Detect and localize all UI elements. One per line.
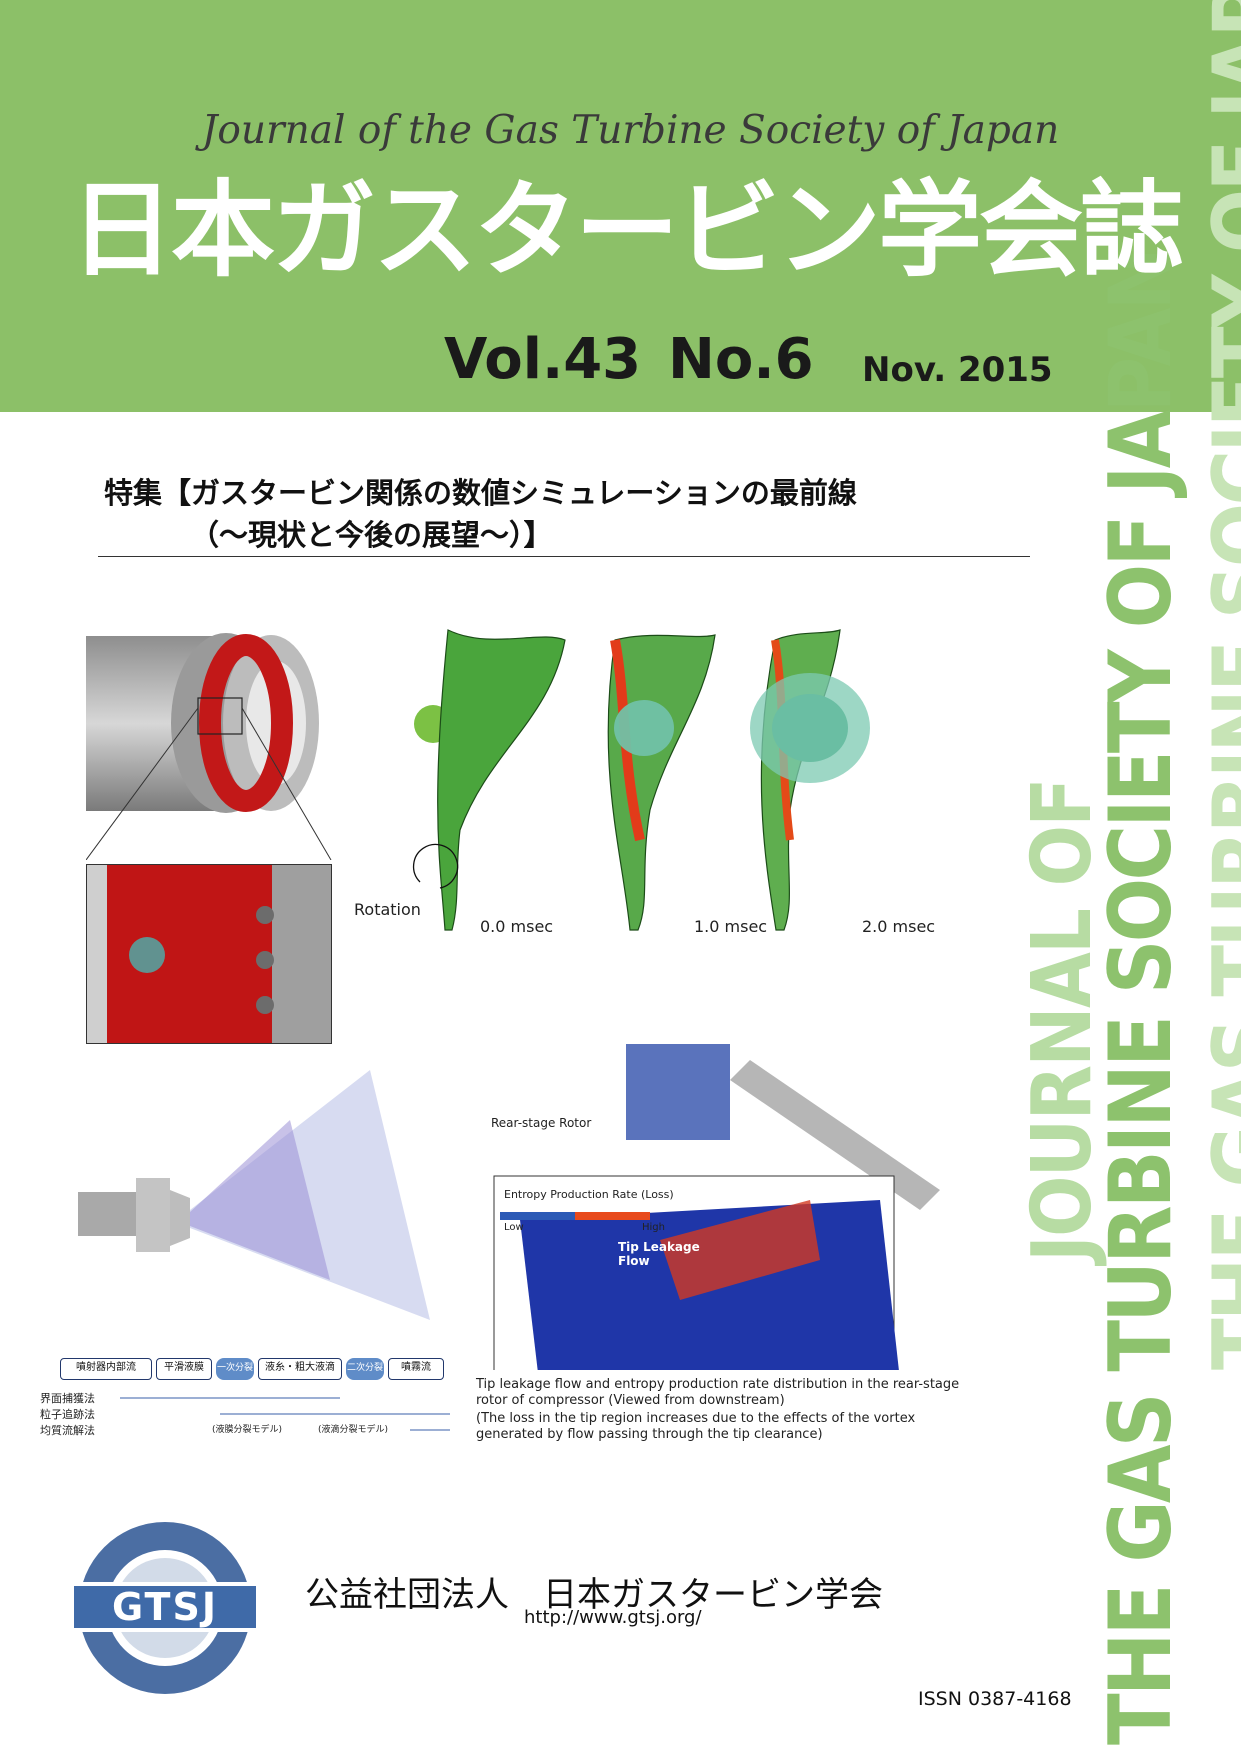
issue-date: Nov. 2015 [862, 350, 1053, 390]
method-label: 界面捕獲法 [40, 1392, 95, 1405]
stage-label: 二次分裂 [346, 1358, 384, 1380]
blade-droplet-simulation: Rotation 0.0 msec 1.0 msec 2.0 msec [354, 610, 960, 950]
organization-name: 公益社団法人 日本ガスタービン学会 [305, 1575, 883, 1615]
entropy-legend-title: Entropy Production Rate (Loss) [504, 1188, 674, 1201]
stage-label: 液糸・粗大液滴 [258, 1358, 342, 1380]
rear-stage-rotor-label: Rear-stage Rotor [491, 1116, 592, 1130]
gtsj-logo: GTSJ [70, 1520, 260, 1696]
stage-label: 平滑液膜 [156, 1358, 212, 1380]
combustor-detail-image [86, 864, 332, 1044]
journal-title-ja: 日本ガスタービン学会誌 [70, 169, 1184, 291]
spray-stage-row: 噴射器内部流 平滑液膜 一次分裂 液糸・粗大液滴 二次分裂 噴霧流 [60, 1358, 460, 1380]
zoom-lines [86, 707, 332, 860]
compressor-rotor-figure: Rear-stage Rotor Entropy Production Rate… [480, 1040, 960, 1450]
issn-number: ISSN 0387-4168 [918, 1688, 1072, 1710]
rotor-caption-4: generated by flow passing through the ti… [476, 1427, 823, 1442]
logo-text: GTSJ [112, 1585, 218, 1629]
rotation-label: Rotation [354, 900, 421, 919]
method-label: 粒子追跡法 [40, 1408, 95, 1421]
time-label-0: 0.0 msec [480, 917, 554, 936]
time-label-2: 2.0 msec [862, 917, 936, 936]
issue-number: No.6 [668, 327, 814, 392]
spine-society-name: THE GAS TURBINE SOCIETY OF JAPAN [1091, 249, 1191, 1746]
combustor-image [86, 626, 336, 826]
rotor-caption-1: Tip leakage flow and entropy production … [476, 1377, 960, 1392]
time-label-1: 1.0 msec [694, 917, 768, 936]
tip-leakage-label-2: Flow [618, 1254, 650, 1268]
rotor-caption-3: (The loss in the tip region increases du… [476, 1411, 916, 1426]
spray-injector-figure: 噴射器内部流 平滑液膜 一次分裂 液糸・粗大液滴 二次分裂 噴霧流 界面捕獲法 … [40, 1060, 470, 1437]
divider [98, 556, 1030, 557]
tip-leakage-label: Tip Leakage [618, 1240, 700, 1254]
stage-label: 噴射器内部流 [60, 1358, 152, 1380]
legend-low-label: Low [504, 1222, 524, 1233]
journal-title-en: Journal of the Gas Turbine Society of Ja… [201, 108, 1060, 153]
stage-label: 噴霧流 [388, 1358, 444, 1380]
stage-label: 一次分裂 [216, 1358, 254, 1380]
method-range-arrows [120, 1397, 450, 1431]
legend-high-label: High [642, 1222, 665, 1233]
volume-number: Vol.43 [444, 327, 642, 392]
header-band [0, 0, 1241, 412]
model-label: (液膜分裂モデル) [212, 1425, 283, 1435]
model-label: (液滴分裂モデル) [318, 1425, 389, 1435]
website-url[interactable]: http://www.gtsj.org/ [524, 1607, 702, 1628]
spine-society-name-echo: THE GAS TURBINE SOCIETY OF JAPAN [1195, 0, 1241, 1370]
feature-title-line2: （～現状と今後の展望～）】 [190, 518, 553, 552]
feature-title-line1: 特集【ガスタービン関係の数値シミュレーションの最前線 [104, 476, 857, 510]
method-label: 均質流解法 [40, 1424, 95, 1437]
rotor-caption-2: rotor of compressor (Viewed from downstr… [476, 1393, 785, 1408]
